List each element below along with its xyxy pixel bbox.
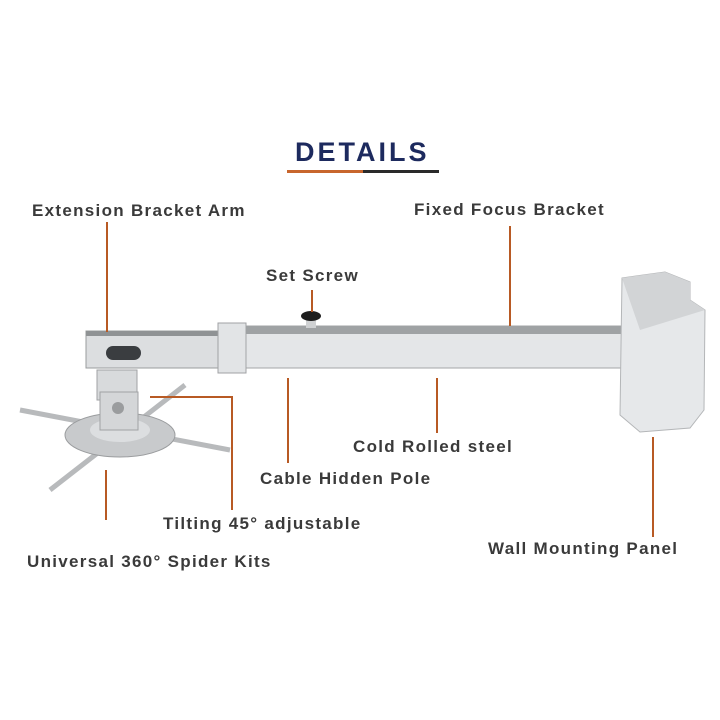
leader-line-tilting-v bbox=[231, 396, 233, 510]
cable-hidden-pole-shape bbox=[245, 325, 627, 369]
set-screw-shape bbox=[301, 311, 321, 328]
leader-line-fixed-focus bbox=[509, 226, 511, 326]
label-set-screw: Set Screw bbox=[266, 266, 359, 285]
label-tilting-adjustable: Tilting 45° adjustable bbox=[163, 514, 362, 533]
label-cold-rolled-steel: Cold Rolled steel bbox=[353, 437, 514, 456]
wall-mounting-panel-shape bbox=[619, 271, 706, 433]
leader-line-cold-rolled bbox=[436, 378, 438, 433]
leader-line-tilting-h bbox=[150, 396, 232, 398]
label-spider-kits: Universal 360° Spider Kits bbox=[27, 552, 272, 571]
leader-line-wall-panel bbox=[652, 437, 654, 537]
extension-bracket-arm-shape bbox=[85, 330, 222, 369]
sleeve-collar-shape bbox=[217, 322, 247, 374]
page-title: DETAILS bbox=[295, 137, 430, 167]
spider-kit-shape bbox=[19, 369, 231, 492]
label-fixed-focus-bracket: Fixed Focus Bracket bbox=[414, 200, 605, 219]
leader-line-spider bbox=[105, 470, 107, 520]
title-underline bbox=[287, 170, 439, 173]
label-extension-bracket-arm: Extension Bracket Arm bbox=[32, 201, 246, 220]
leader-line-cable-pole bbox=[287, 378, 289, 463]
label-wall-mounting-panel: Wall Mounting Panel bbox=[488, 539, 679, 558]
label-cable-hidden-pole: Cable Hidden Pole bbox=[260, 469, 432, 488]
leader-line-extension-arm bbox=[106, 222, 108, 332]
leader-line-set-screw bbox=[311, 290, 313, 312]
